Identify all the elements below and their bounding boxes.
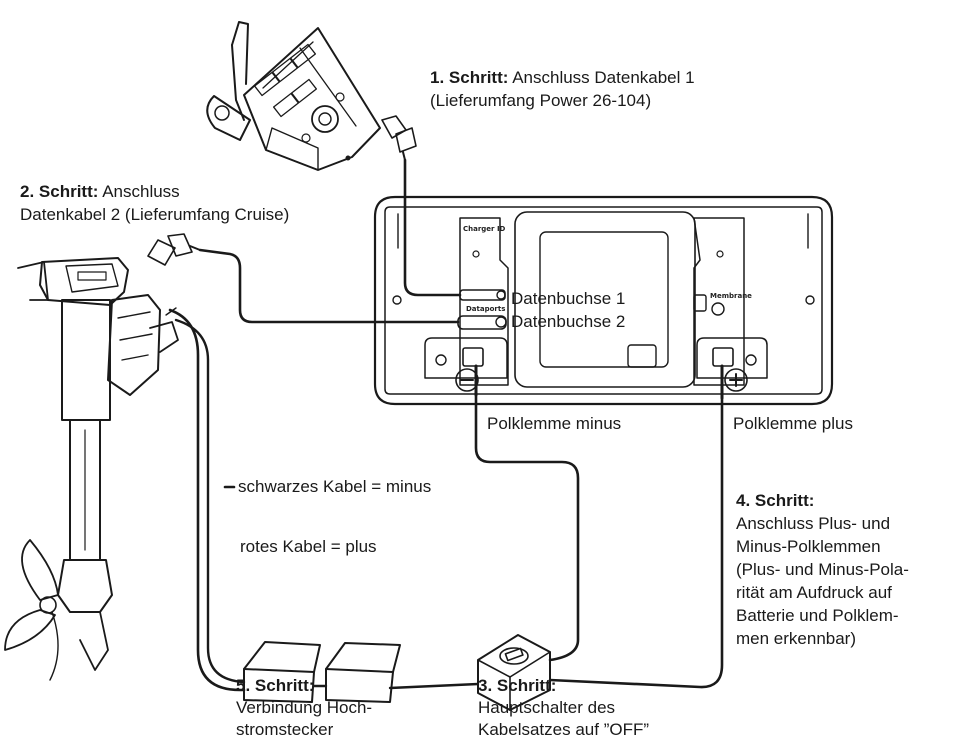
- high-current-plug-a: [243, 641, 321, 703]
- step4-label: 4. Schritt: Anschluss Plus- und Minus-Po…: [736, 489, 909, 650]
- step5-heading: 5. Schritt:: [236, 676, 315, 695]
- step4-line-5: Batterie und Polklem-: [736, 606, 899, 625]
- step5-line-1: Verbindung Hoch-: [236, 698, 373, 717]
- red-cable-legend: rotes Kabel = plus: [240, 537, 377, 556]
- step4-line-3: (Plus- und Minus-Pola-: [736, 560, 909, 579]
- step2-text2: Datenkabel 2 (Lieferumfang Cruise): [20, 205, 290, 224]
- step4-line-2: Minus-Polklemmen: [736, 537, 881, 556]
- remote-throttle: [206, 21, 381, 171]
- step5-line-2: stromstecker: [236, 720, 334, 739]
- step4-line-4: rität am Aufdruck auf: [736, 583, 892, 602]
- step2-heading: 2. Schritt:: [20, 182, 99, 201]
- polklemme-minus-label: Polklemme minus: [487, 414, 622, 433]
- step3-heading: 3. Schritt:: [478, 676, 557, 695]
- step4-line-1: Anschluss Plus- und: [736, 514, 891, 533]
- minus-cable: [474, 393, 580, 662]
- polklemme-plus-label: Polklemme plus: [733, 414, 853, 433]
- outboard-motor: [4, 257, 179, 681]
- step1-text2: (Lieferumfang Power 26-104): [430, 91, 652, 110]
- step1-heading: 1. Schritt:: [430, 68, 509, 87]
- data-connector-1: [381, 115, 417, 161]
- battery: [373, 195, 834, 406]
- data-cable-2: [198, 248, 460, 324]
- step5-label: 5. Schritt: Verbindung Hoch- stromstecke…: [236, 675, 372, 741]
- step2-label: 2. Schritt: Anschluss Datenkabel 2 (Lief…: [20, 180, 289, 226]
- data-connector-2: [147, 233, 201, 266]
- membrane-print: Membrane: [710, 292, 752, 300]
- step3-line-1: Hauptschalter des: [478, 698, 616, 717]
- datenbuchse-2-label: Datenbuchse 2: [511, 312, 626, 331]
- datenbuchse-1-label: Datenbuchse 1: [511, 289, 626, 308]
- plug-switch-cable: [388, 682, 480, 690]
- main-switch: [477, 634, 551, 711]
- plus-cable: [548, 396, 724, 689]
- step1-label: 1. Schritt: Anschluss Datenkabel 1 (Lief…: [430, 66, 695, 112]
- step2-text: Anschluss: [102, 182, 180, 201]
- data-cable-1: [403, 158, 462, 297]
- black-cable-legend: schwarzes Kabel = minus: [238, 477, 432, 496]
- step3-label: 3. Schritt: Hauptschalter des Kabelsatze…: [478, 675, 649, 741]
- step1-text: Anschluss Datenkabel 1: [512, 68, 695, 87]
- red-cable: [174, 318, 246, 684]
- step4-line-6: men erkennbar): [736, 629, 857, 648]
- dataports-print: Dataports: [466, 305, 505, 313]
- step4-heading: 4. Schritt:: [736, 491, 815, 510]
- step3-line-2: Kabelsatzes auf ”OFF”: [478, 720, 650, 739]
- charger-id-print: Charger ID: [463, 225, 506, 233]
- black-cable: [168, 308, 246, 692]
